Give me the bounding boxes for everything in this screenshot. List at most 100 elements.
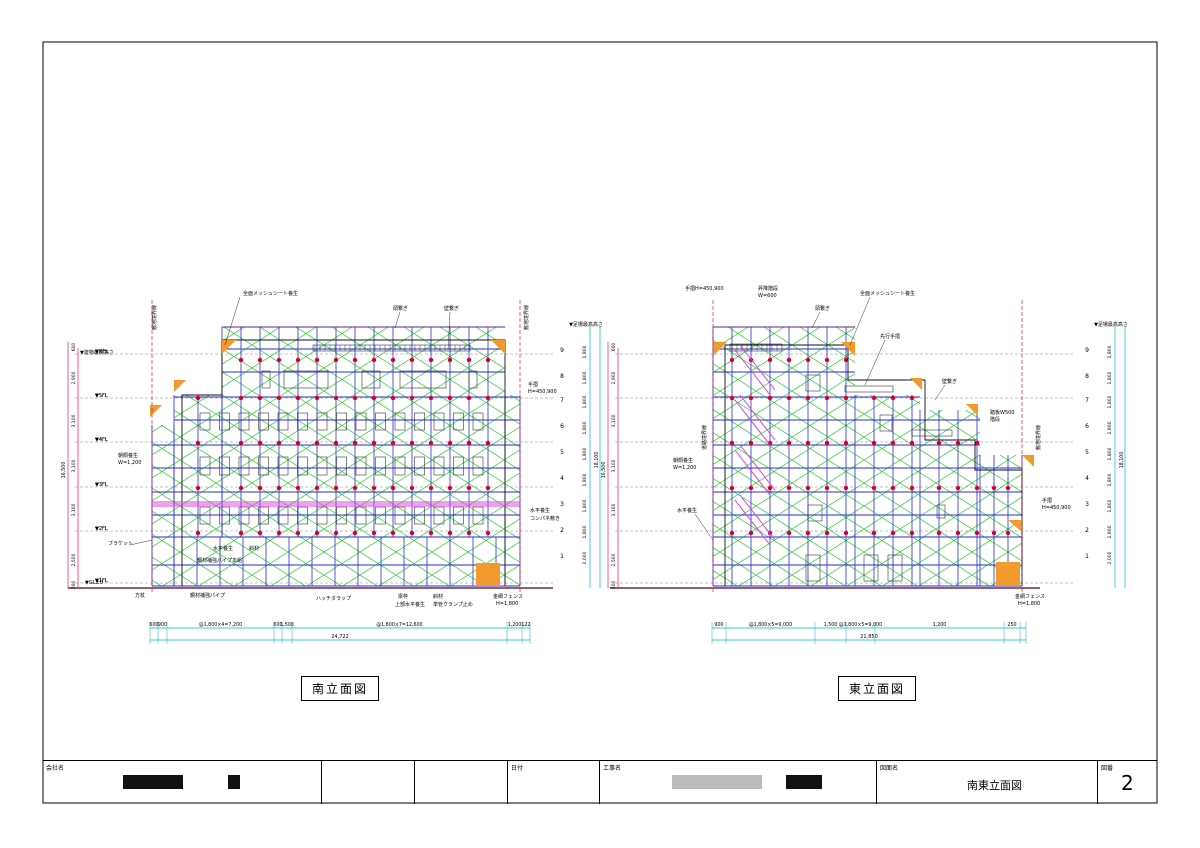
wall-tie-dot — [767, 485, 773, 491]
callout-horiz-guard: 水平養生 — [677, 507, 697, 514]
wall-tie-dot — [428, 485, 434, 491]
wall-tie-dot — [748, 485, 754, 491]
callout-fence-h: H=1,800 — [496, 601, 518, 607]
window — [261, 370, 271, 389]
building-outline — [724, 344, 1023, 586]
roof-handrail — [312, 344, 471, 352]
wall-tie-dot — [871, 440, 877, 446]
wall-tie-dot — [428, 395, 434, 401]
wall-tie-dot — [447, 530, 453, 536]
drawing-cell: 図面名 南東立面図 — [877, 761, 1098, 804]
lift-dim-value: 1,800 — [582, 345, 588, 358]
window — [394, 412, 406, 431]
wall-tie-dot — [729, 530, 735, 536]
company-redaction-2 — [228, 775, 240, 789]
wall-tie-dot — [333, 530, 339, 536]
wall-tie-dot — [447, 395, 453, 401]
callout-horiz-guard2: 水平養生 — [530, 507, 550, 514]
lift-number: 4 — [560, 475, 564, 482]
height-dim-value: 200 — [611, 581, 617, 590]
window — [887, 554, 903, 582]
callout-reinforce-pipe: 鋼材補強パイプ本組 — [197, 557, 242, 564]
drawing-label: 図面名 — [880, 765, 899, 772]
lift-dim-value: 1,800 — [1107, 371, 1113, 384]
wall-tie-dot — [238, 530, 244, 536]
wall-tie-dot — [333, 395, 339, 401]
wall-tie-dot — [729, 357, 735, 363]
lift-dim-value: 1,800 — [582, 421, 588, 434]
wall-tie-dot — [409, 357, 415, 363]
lift-dim-value: 1,800 — [1107, 499, 1113, 512]
wall-tie-dot — [936, 530, 942, 536]
bottom-dim-value: 1,200 — [933, 622, 947, 628]
wall-tie-dot — [352, 530, 358, 536]
callout-lead-rail: 先行手摺 — [880, 333, 900, 340]
wall-tie-dot — [295, 485, 301, 491]
height-dim-value: 3,100 — [611, 414, 617, 427]
wall-tie-dot — [805, 357, 811, 363]
callout-road-boundary: 道路境界線 — [701, 425, 708, 450]
stair-flight — [734, 449, 771, 496]
height-dim-value: 3,100 — [71, 503, 77, 516]
floor-label: ▼3FL — [95, 482, 108, 488]
walkway-board — [911, 429, 953, 437]
lift-number: 6 — [560, 423, 564, 430]
height-dim-value: 200 — [71, 581, 77, 590]
wall-tie-dot — [390, 395, 396, 401]
south-elevation-title: 南立面図 — [301, 676, 380, 701]
wall-tie-dot — [409, 395, 415, 401]
wall-tie-dot — [786, 440, 792, 446]
face-guard — [1008, 520, 1022, 532]
sheet-label: 図番 — [1101, 765, 1114, 772]
wall-tie-dot — [195, 530, 201, 536]
wall-tie-dot — [238, 357, 244, 363]
window — [879, 414, 893, 432]
wall-tie-dot — [786, 530, 792, 536]
window — [238, 456, 250, 476]
wall-tie-dot — [748, 530, 754, 536]
lift-dim-value: 1,800 — [582, 473, 588, 486]
wall-tie-dot — [195, 440, 201, 446]
window — [199, 412, 211, 431]
lift-number: 3 — [560, 501, 564, 508]
wall-tie-dot — [371, 440, 377, 446]
lift-dim-value: 2,000 — [582, 551, 588, 564]
window — [283, 370, 329, 389]
face-guard — [491, 340, 505, 354]
bottom-dim-value: 600 — [273, 622, 282, 628]
blank-cell-1 — [322, 761, 415, 804]
window — [807, 504, 823, 522]
wall-tie-dot — [409, 440, 415, 446]
wall-tie-dot — [786, 395, 792, 401]
callout-handrail: 手摺 — [1042, 497, 1052, 504]
lift-number: 7 — [1085, 397, 1089, 404]
window — [258, 412, 269, 431]
lift-number: 5 — [1085, 449, 1089, 456]
window — [394, 456, 406, 476]
height-dim-value: 2,900 — [611, 371, 617, 384]
wall-tie-dot — [314, 530, 320, 536]
window — [472, 412, 484, 431]
floor-label: ▼4FL — [95, 437, 108, 443]
wall-tie-dot — [909, 530, 915, 536]
wall-tie-dot — [447, 485, 453, 491]
window — [414, 456, 425, 476]
wall-tie-dot — [485, 357, 491, 363]
wall-tie-dot — [352, 357, 358, 363]
lift-dim-value: 1,800 — [582, 395, 588, 408]
callout-diag2: 斜材 — [433, 593, 443, 600]
window — [297, 456, 308, 476]
wall-tie-dot — [955, 440, 961, 446]
callout-hatch: ハッチタラップ — [316, 595, 351, 602]
height-dim-value: 3,100 — [611, 503, 617, 516]
wall-tie-dot — [843, 440, 849, 446]
wall-tie-dot — [276, 485, 282, 491]
window — [453, 456, 464, 476]
wall-tie-dot — [485, 395, 491, 401]
callout-base-pipe: 鋼材補強パイプ — [190, 592, 225, 599]
date-cell: 日付 — [508, 761, 600, 804]
floor-label: ▼RFL — [95, 349, 108, 355]
east-elevation: ▼RFL▼5FL▼4FL▼3FL▼2FL▼1FL6002,9003,1003,1… — [95, 285, 1128, 644]
callout-leader — [447, 311, 451, 351]
